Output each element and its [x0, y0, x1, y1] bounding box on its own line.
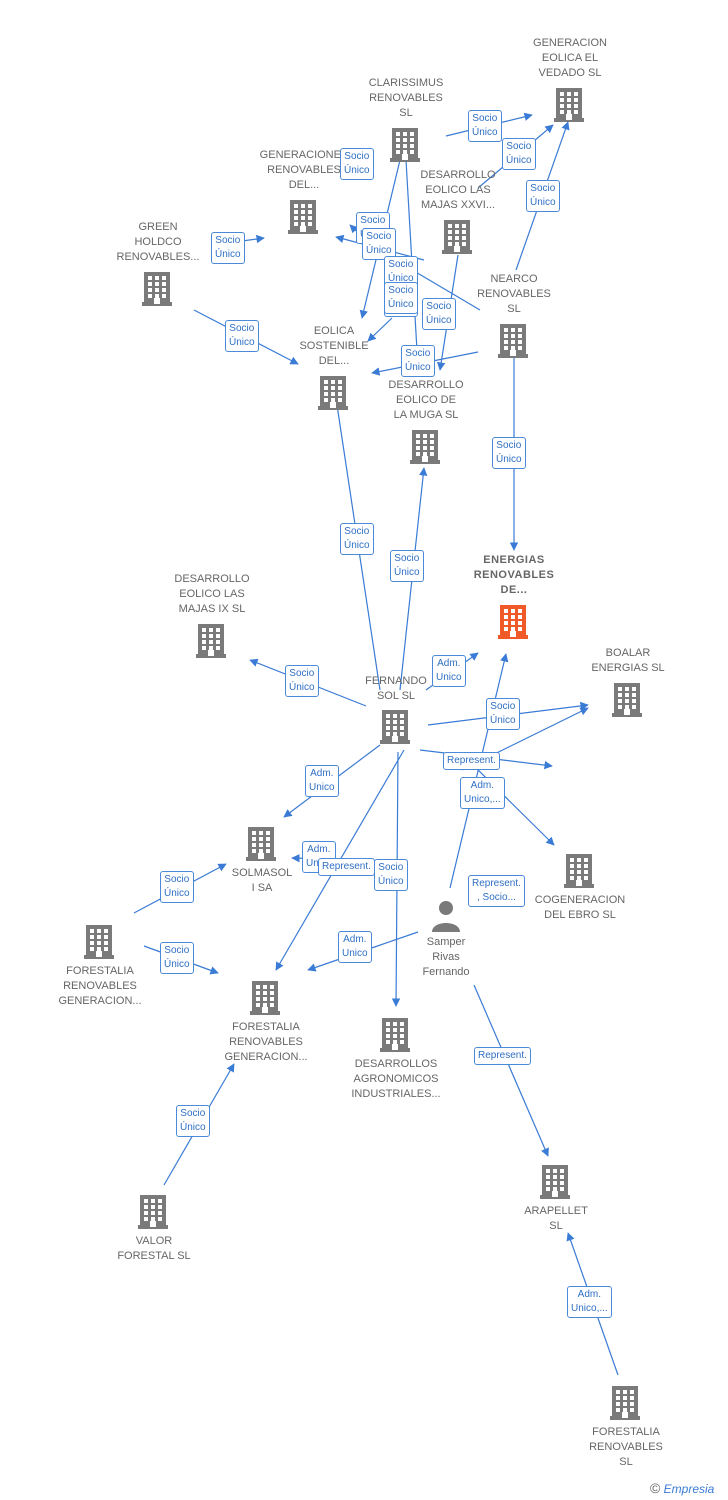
building-icon[interactable] — [441, 218, 475, 254]
brand-name: Empresia — [663, 1482, 715, 1496]
building-icon[interactable] — [611, 681, 645, 717]
edge-label[interactable]: Socio Único — [160, 942, 194, 974]
edge-label[interactable]: Socio Único — [422, 298, 456, 330]
edge-label[interactable]: Adm. Unico,... — [567, 1286, 612, 1318]
node-label[interactable]: FORESTALIA RENOVABLES GENERACION... — [224, 1021, 308, 1063]
building-icon[interactable] — [141, 270, 175, 306]
edge-label[interactable]: Represent. , Socio... — [468, 875, 525, 907]
node-label[interactable]: DESARROLLO EOLICO LAS MAJAS XXVI... — [420, 169, 496, 211]
node-label[interactable]: CLARISSIMUS RENOVABLES SL — [368, 77, 444, 119]
building-icon[interactable] — [195, 622, 229, 658]
node-label[interactable]: ENERGIAS RENOVABLES DE... — [473, 554, 555, 596]
building-icon[interactable] — [249, 979, 283, 1015]
edge-label[interactable]: Socio Único — [390, 550, 424, 582]
copyright-icon: © — [650, 1480, 661, 1496]
building-icon[interactable] — [317, 374, 351, 410]
edge-line — [473, 984, 549, 1157]
node-label[interactable]: VALOR FORESTAL SL — [117, 1235, 191, 1262]
edge-label[interactable]: Socio Único — [176, 1105, 210, 1137]
edge-label[interactable]: Socio Único — [340, 523, 374, 555]
edge-label[interactable]: Socio Único — [401, 345, 435, 377]
node-label[interactable]: NEARCO RENOVABLES SL — [477, 273, 551, 315]
node-label[interactable]: COGENERACION DEL EBRO SL — [534, 894, 626, 921]
edge-label[interactable]: Socio Único — [225, 320, 259, 352]
edge-line — [449, 653, 509, 889]
node-label[interactable]: GENERACIONES RENOVABLES DEL... — [259, 149, 349, 191]
node-label[interactable]: GENERACION EOLICA EL VEDADO SL — [533, 37, 607, 79]
edge-label[interactable]: Socio Único — [526, 180, 560, 212]
node-label[interactable]: FORESTALIA RENOVABLES GENERACION... — [58, 965, 142, 1007]
edge-label[interactable]: Adm. Unico — [338, 931, 372, 963]
building-icon[interactable] — [409, 428, 443, 464]
building-icon[interactable] — [563, 852, 597, 888]
building-icon[interactable] — [539, 1163, 573, 1199]
edge-label[interactable]: Socio Único — [340, 148, 374, 180]
edge-label[interactable]: Socio Único — [160, 871, 194, 903]
building-icon[interactable] — [287, 198, 321, 234]
node-label[interactable]: GREEN HOLDCO RENOVABLES... — [116, 221, 200, 263]
building-icon[interactable] — [379, 708, 413, 744]
edge-label[interactable]: Socio Único — [362, 228, 396, 260]
edge-label[interactable]: Adm. Unico — [305, 765, 339, 797]
building-icon[interactable] — [379, 1016, 413, 1052]
node-label[interactable]: FERNANDO SOL SL — [365, 675, 427, 702]
node-label[interactable]: DESARROLLO EOLICO LAS MAJAS IX SL — [174, 573, 250, 615]
edge-label[interactable]: Socio Único — [211, 232, 245, 264]
building-icon[interactable] — [553, 86, 587, 122]
edge-line — [467, 759, 555, 846]
building-icon[interactable] — [609, 1384, 643, 1420]
building-icon[interactable] — [245, 825, 279, 861]
edge-label[interactable]: Socio Único — [492, 437, 526, 469]
building-icon[interactable] — [389, 126, 423, 162]
edge-label[interactable]: Socio Único — [285, 665, 319, 697]
edge-label[interactable]: Socio Único — [384, 282, 418, 314]
building-icon[interactable] — [137, 1193, 171, 1229]
node-label[interactable]: SOLMASOL I SA — [231, 867, 293, 894]
edge-label[interactable]: Socio Único — [374, 859, 408, 891]
building-icon[interactable] — [497, 603, 531, 639]
node-label[interactable]: DESARROLLO EOLICO DE LA MUGA SL — [388, 379, 464, 421]
footer-brand[interactable]: © Empresia — [650, 1480, 714, 1496]
building-icon[interactable] — [83, 923, 117, 959]
node-label[interactable]: BOALAR ENERGIAS SL — [591, 647, 665, 674]
edge-label[interactable]: Socio Único — [486, 698, 520, 730]
edge-line — [367, 317, 393, 342]
building-icon[interactable] — [497, 322, 531, 358]
node-label[interactable]: DESARROLLOS AGRONOMICOS INDUSTRIALES... — [351, 1058, 441, 1100]
node-label[interactable]: Samper Rivas Fernando — [422, 936, 470, 978]
edge-label[interactable]: Adm. Unico — [432, 655, 466, 687]
node-label[interactable]: EOLICA SOSTENIBLE DEL... — [299, 325, 369, 367]
edge-label[interactable]: Represent. — [474, 1047, 531, 1065]
edge-label[interactable]: Socio Único — [468, 110, 502, 142]
edge-label[interactable]: Socio Único — [502, 138, 536, 170]
edge-label[interactable]: Adm. Unico,... — [460, 777, 505, 809]
node-label[interactable]: FORESTALIA RENOVABLES SL — [589, 1426, 663, 1468]
edge-label[interactable]: Represent. — [318, 858, 375, 876]
edge-label[interactable]: Represent. — [443, 752, 500, 770]
person-icon[interactable] — [429, 898, 463, 934]
node-label[interactable]: ARAPELLET SL — [524, 1205, 588, 1232]
